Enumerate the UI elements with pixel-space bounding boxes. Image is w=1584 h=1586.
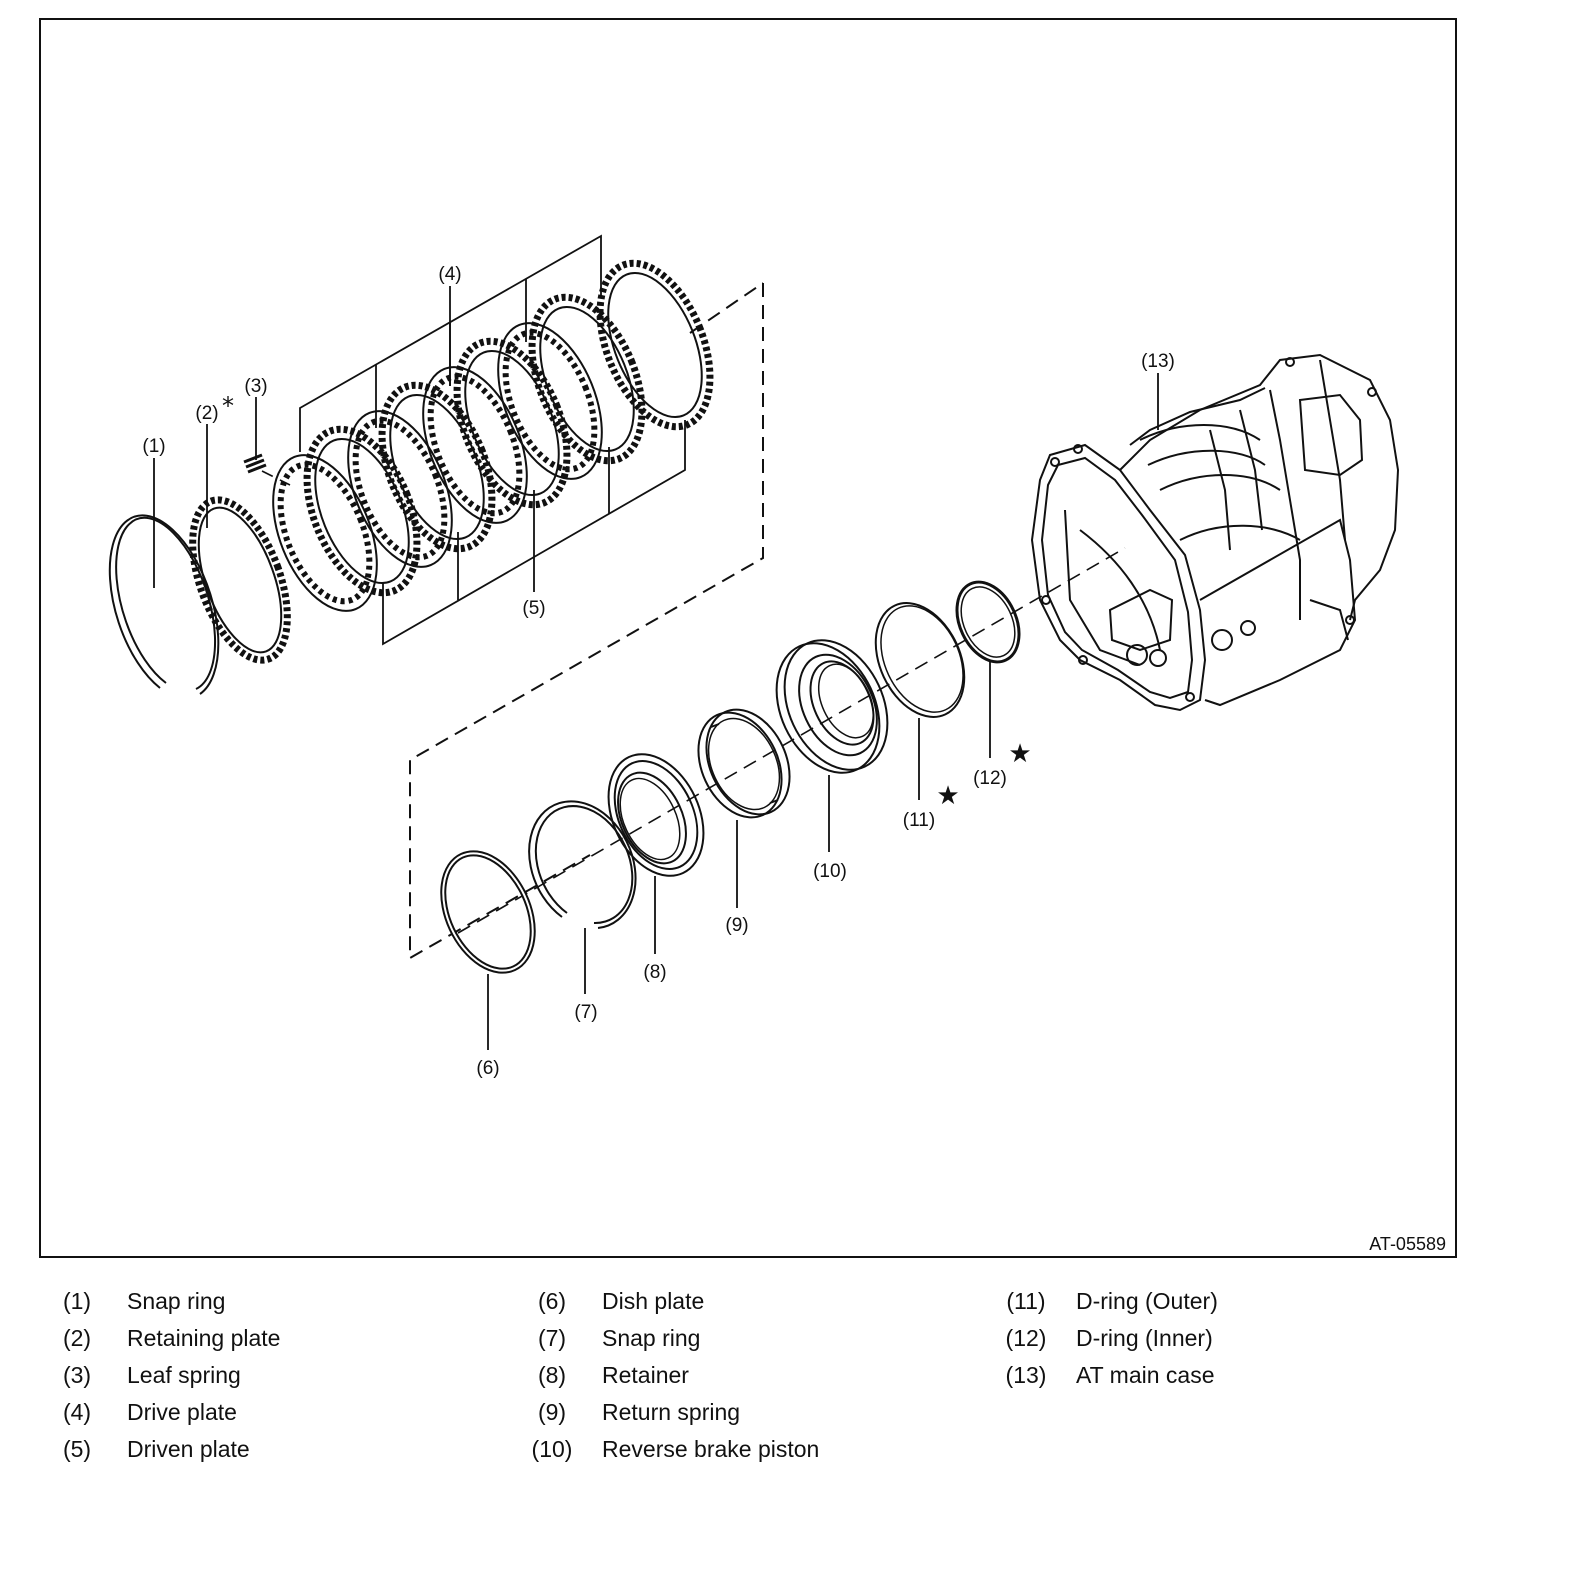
callout-7: (7) (574, 1002, 597, 1023)
driven-plate-5c (453, 337, 571, 509)
legend-label-1: Snap ring (127, 1288, 226, 1314)
retaining-plate-2 (189, 496, 291, 664)
legend-label-3: Leaf spring (127, 1362, 241, 1388)
snap-ring-7 (528, 800, 637, 929)
legend-label-8: Retainer (602, 1362, 689, 1388)
driven-plate-5d (528, 293, 646, 465)
legend-label-13: AT main case (1076, 1362, 1215, 1388)
legend-label-10: Reverse brake piston (602, 1436, 820, 1462)
callout-12: (12) (973, 768, 1007, 789)
retainer-8 (607, 753, 705, 877)
legend-num-7: (7) (537, 1325, 567, 1351)
drive-plate-4d (497, 322, 603, 480)
callout-4: (4) (438, 264, 461, 285)
legend-num-8: (8) (537, 1362, 567, 1388)
legend-label-5: Driven plate (127, 1436, 250, 1462)
legend-num-5: (5) (62, 1436, 92, 1462)
driven-plate-5a (303, 425, 421, 597)
legend-label-11: D-ring (Outer) (1076, 1288, 1218, 1314)
callout-11: (11) (903, 810, 935, 831)
star-marker-11: ★ (936, 781, 959, 811)
leaf-spring-3 (243, 453, 267, 474)
callout-8: (8) (643, 962, 666, 983)
d-ring-inner-12 (955, 580, 1021, 664)
legend-label-4: Drive plate (127, 1399, 237, 1425)
legend-label-7: Snap ring (602, 1325, 701, 1351)
at-main-case-13 (1030, 353, 1400, 712)
driven-plate-5b (378, 381, 496, 553)
legend-num-9: (9) (537, 1399, 567, 1425)
legend-num-10: (10) (531, 1436, 573, 1462)
figure-frame (39, 18, 1457, 1258)
drive-plate-4c (422, 366, 528, 524)
legend-label-6: Dish plate (602, 1288, 705, 1314)
legend-num-2: (2) (62, 1325, 92, 1351)
callout-9: (9) (725, 915, 748, 936)
bracket-driven-plates (382, 420, 686, 646)
drive-plate-4a (272, 454, 378, 612)
callout-13: (13) (1141, 351, 1175, 372)
callout-5: (5) (522, 598, 545, 619)
legend-label-12: D-ring (Inner) (1076, 1325, 1213, 1351)
callout-3: (3) (244, 376, 267, 397)
legend-label-2: Retaining plate (127, 1325, 281, 1351)
driven-plate-5e (596, 259, 714, 431)
legend-num-4: (4) (62, 1399, 92, 1425)
assembly-bracket-dashed (409, 282, 764, 960)
callout-2: (2) (195, 403, 218, 424)
leader-lines (153, 286, 1159, 1050)
legend-num-1: (1) (62, 1288, 92, 1314)
return-spring-9 (697, 708, 791, 819)
legend-num-11: (11) (1006, 1288, 1046, 1314)
d-ring-outer-11 (874, 602, 966, 718)
figure-id: AT-05589 (1369, 1234, 1446, 1254)
asterisk-marker: * (222, 392, 234, 420)
legend-num-12: (12) (1005, 1325, 1047, 1351)
callout-1: (1) (142, 436, 165, 457)
legend-num-6: (6) (537, 1288, 567, 1314)
callout-6: (6) (476, 1058, 499, 1079)
clutch-plate-pack (272, 259, 714, 612)
reverse-brake-piston-10 (775, 639, 889, 774)
drive-plate-4b (347, 410, 453, 568)
callout-10: (10) (813, 861, 847, 882)
legend-num-13: (13) (1005, 1362, 1047, 1388)
snap-ring-1 (108, 514, 220, 695)
legend-label-9: Return spring (602, 1399, 741, 1425)
dish-plate-6 (440, 850, 536, 974)
star-marker-12: ★ (1008, 739, 1031, 769)
legend-num-3: (3) (62, 1362, 92, 1388)
